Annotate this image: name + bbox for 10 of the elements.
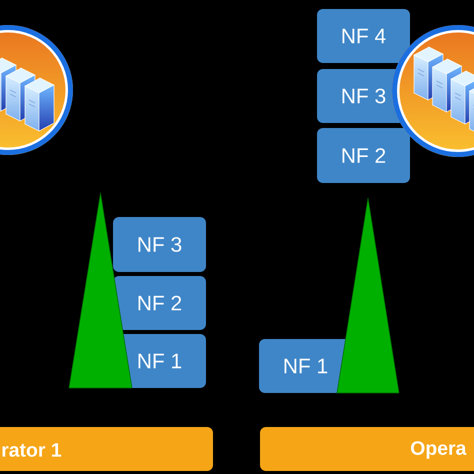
label-bar: rator 1 [0, 427, 213, 471]
label-bar: Opera [260, 427, 474, 471]
triangle [336, 198, 400, 394]
server-icon [392, 25, 474, 157]
nf-box: NF 2 [317, 128, 410, 183]
nf-box: NF 4 [317, 9, 410, 63]
nf-box: NF 3 [113, 217, 206, 272]
nf-box: NF 2 [113, 276, 206, 330]
triangle [68, 192, 132, 388]
server-icon [0, 25, 73, 155]
